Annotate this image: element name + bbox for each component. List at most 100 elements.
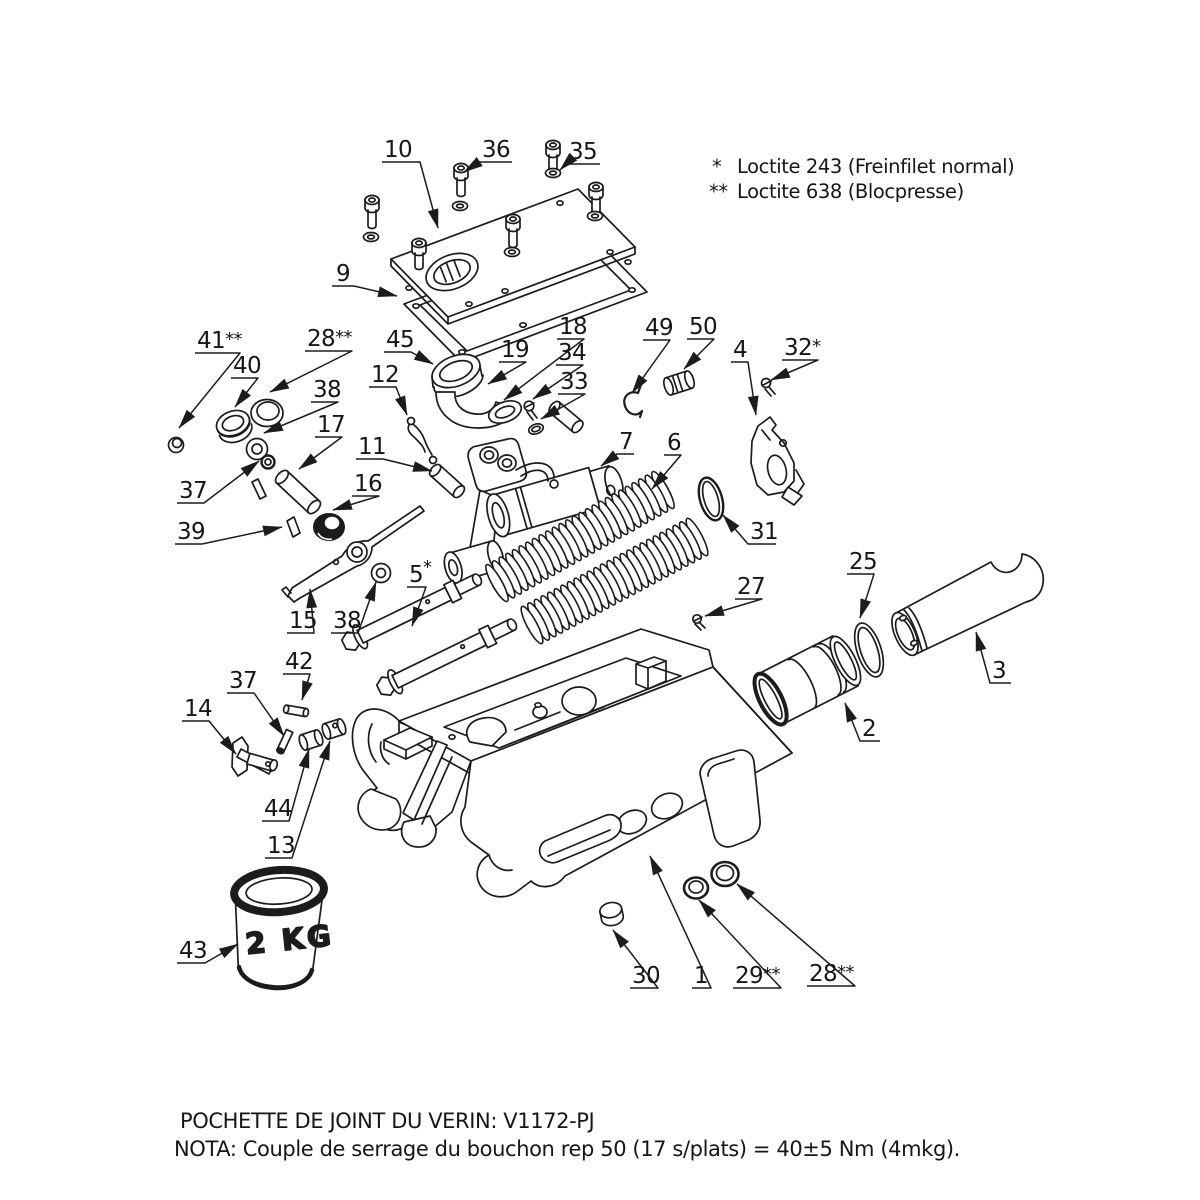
callout-39-label: 39	[177, 519, 205, 545]
callout-27: 27	[704, 574, 766, 617]
callout-4: 4	[731, 337, 759, 416]
note-loctite-243: *Loctite 243 (Freinfilet normal)	[712, 155, 1014, 178]
callout-49: 49	[631, 315, 674, 394]
part-ring-37a	[260, 454, 276, 470]
callout-38a-label: 38	[313, 377, 341, 403]
callout-4-label: 4	[733, 337, 747, 363]
part-spring-clip	[406, 416, 438, 465]
part-bracket-14	[231, 736, 279, 777]
callout-1: 1	[649, 855, 712, 989]
part-rod-5a	[340, 573, 483, 651]
part-bushing-29	[682, 876, 710, 900]
callout-35: 35	[559, 139, 600, 171]
callout-33: 33	[540, 369, 589, 420]
part-screw-32	[760, 377, 776, 397]
callout-10-label: 10	[384, 137, 412, 163]
callout-44: 44	[262, 748, 310, 822]
part-lever-15	[281, 505, 425, 603]
callout-37a-label: 37	[179, 478, 207, 504]
callout-44-label: 44	[264, 796, 292, 822]
callout-19-label: 19	[501, 337, 529, 363]
callout-30: 30	[612, 929, 661, 989]
part-cylinder-3	[891, 553, 1045, 657]
part-piston-2	[752, 635, 862, 727]
part-screw-27	[691, 613, 706, 631]
part-pin-11	[428, 463, 466, 499]
callout-18-label: 18	[559, 314, 587, 340]
callout-45-label: 45	[386, 327, 414, 353]
callout-6: 6	[651, 430, 682, 490]
part-spring-6b	[520, 517, 709, 645]
loctite-notes: *Loctite 243 (Freinfilet normal) **Locti…	[709, 155, 1015, 203]
part-grease-can: 2 KG	[230, 865, 336, 991]
callout-9-label: 9	[336, 261, 350, 287]
part-bracket-4	[750, 416, 805, 506]
callout-13-label: 13	[267, 833, 295, 859]
callout-3: 3	[975, 631, 1011, 684]
part-oring-31	[697, 476, 725, 522]
footer-pochette: POCHETTE DE JOINT DU VERIN: V1172-PJ	[180, 1109, 594, 1133]
part-seal-25	[853, 622, 885, 678]
callout-40: 40	[231, 353, 262, 408]
callout-43: 43	[177, 938, 239, 964]
callout-6-label: 6	[667, 430, 681, 456]
part-oring-33	[527, 422, 545, 436]
callout-11: 11	[356, 434, 433, 472]
callout-5: 5*	[407, 557, 433, 627]
callout-16-label: 16	[354, 471, 382, 497]
callout-31-label: 31	[750, 519, 778, 545]
callout-2: 2	[844, 702, 880, 742]
callout-50-label: 50	[689, 314, 717, 340]
part-screw-34	[523, 400, 538, 421]
callout-39: 39	[175, 519, 283, 545]
callout-37b: 37	[227, 668, 285, 737]
callout-27-label: 27	[737, 574, 765, 600]
callout-16: 16	[332, 471, 383, 511]
callout-17: 17	[298, 412, 346, 470]
callout-32: 32*	[770, 335, 822, 381]
callout-9: 9	[332, 261, 398, 298]
callout-14: 14	[182, 696, 237, 755]
callout-19: 19	[487, 337, 530, 385]
callout-17-label: 17	[317, 412, 345, 438]
callout-28b: 28**	[736, 883, 856, 987]
part-washer-38a	[245, 437, 269, 461]
part-cap-30	[599, 901, 625, 927]
part-ring-41	[167, 436, 185, 454]
part-spring-6a	[485, 470, 675, 603]
callout-12-label: 12	[371, 362, 399, 388]
callout-36: 36	[463, 137, 512, 173]
callout-5-label: 5*	[409, 557, 432, 588]
footer-notes: POCHETTE DE JOINT DU VERIN: V1172-PJ NOT…	[174, 1109, 960, 1161]
callout-35-label: 35	[569, 139, 597, 165]
callout-33-label: 33	[560, 369, 588, 395]
callout-38a: 38	[263, 377, 342, 434]
part-ring-28a	[250, 398, 284, 428]
callout-45: 45	[384, 327, 434, 365]
callout-31: 31	[722, 514, 779, 545]
callout-10: 10	[382, 137, 439, 229]
callout-2-label: 2	[862, 716, 876, 742]
callout-42-label: 42	[285, 649, 313, 675]
callout-1-label: 1	[694, 963, 708, 989]
callout-36-label: 36	[482, 137, 510, 163]
callout-14-label: 14	[184, 696, 212, 722]
callout-11-label: 11	[358, 434, 386, 460]
callout-38b-label: 38	[333, 608, 361, 634]
callout-13: 13	[265, 740, 331, 859]
part-pin-39	[286, 516, 301, 538]
callout-25-label: 25	[849, 549, 877, 575]
callout-50: 50	[683, 314, 718, 370]
callout-7: 7	[600, 429, 634, 467]
part-pin-small	[251, 478, 267, 500]
callout-49-label: 49	[645, 315, 673, 341]
part-main-body	[351, 628, 793, 898]
note-loctite-638: **Loctite 638 (Blocpresse)	[709, 180, 964, 203]
callout-32-label: 32*	[784, 335, 821, 361]
callout-12: 12	[369, 362, 408, 416]
callout-37a: 37	[177, 460, 260, 504]
callout-43-label: 43	[179, 938, 207, 964]
callout-37b-label: 37	[229, 668, 257, 694]
part-bushing-16	[313, 513, 345, 541]
